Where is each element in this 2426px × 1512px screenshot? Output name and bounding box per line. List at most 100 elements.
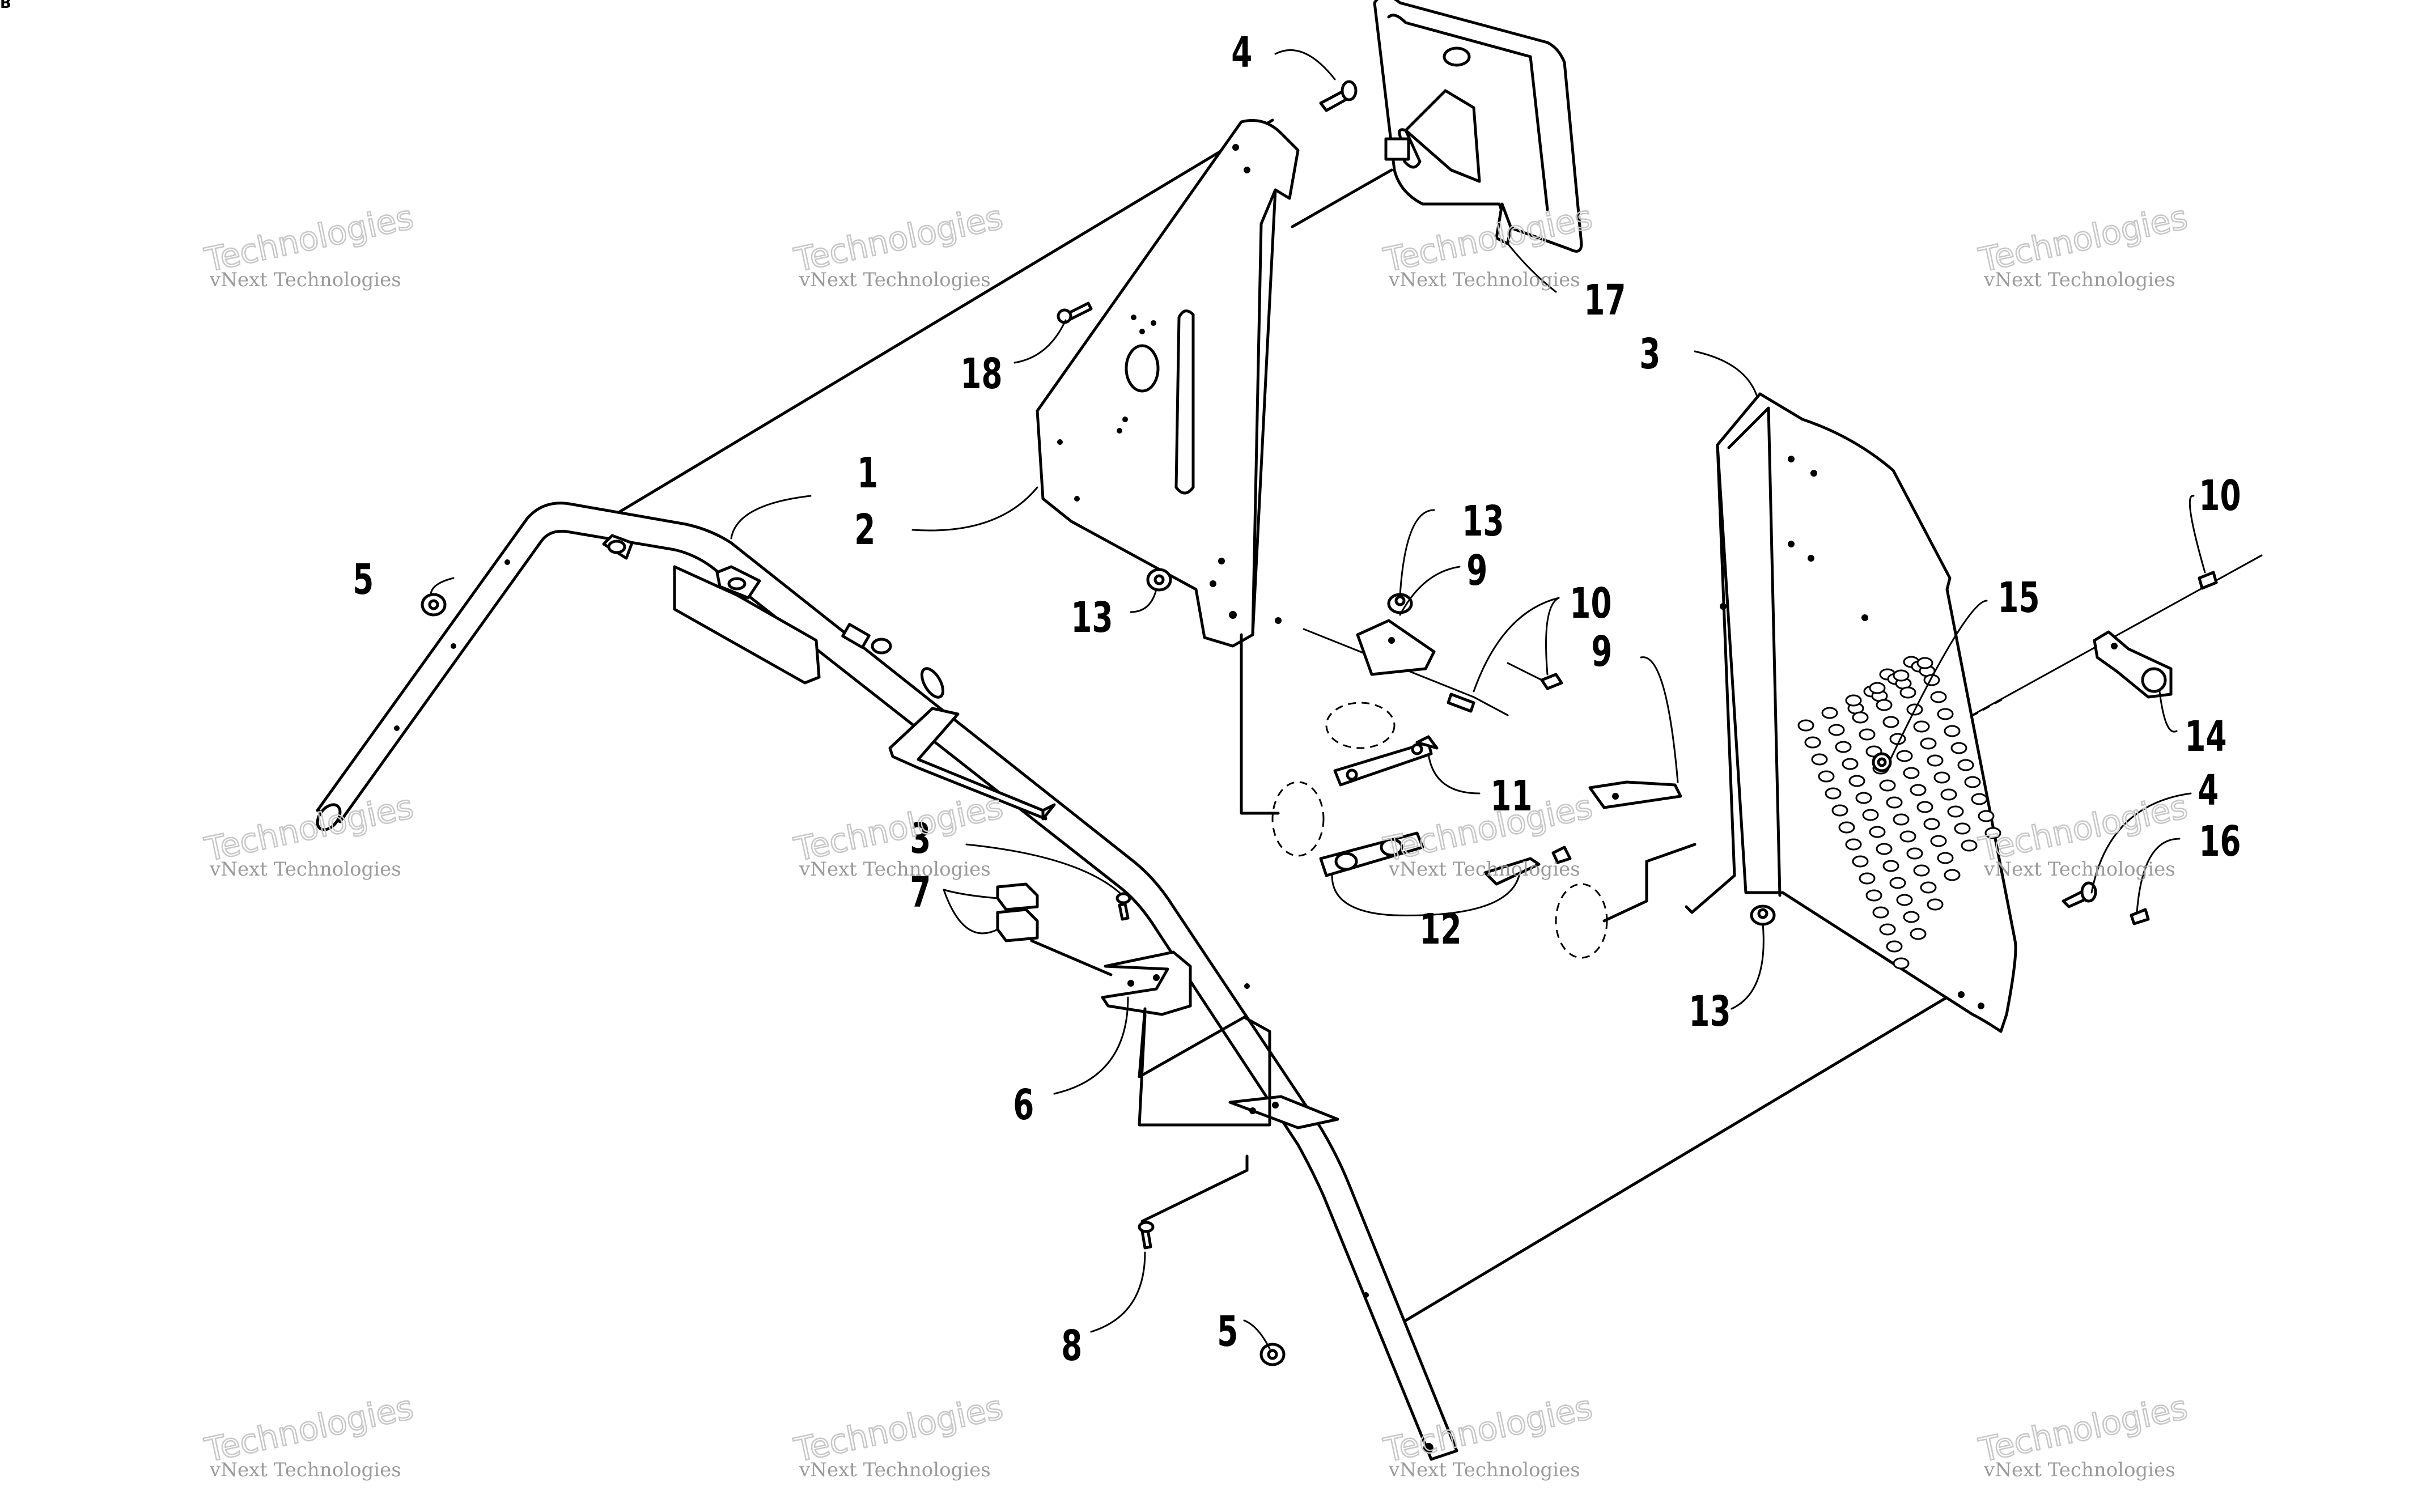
watermark-brand-text: vNext Technologies <box>1388 1459 1580 1481</box>
watermark-large-text: Technologies <box>791 198 1006 279</box>
watermark-brand-text: vNext Technologies <box>209 858 401 881</box>
perforation-hole <box>1825 787 1842 800</box>
perforation-hole <box>1865 889 1882 902</box>
callout-13-upper: 13 <box>1462 497 1504 546</box>
perforation-hole <box>1903 767 1920 779</box>
perforation-hole <box>1893 669 1910 682</box>
perforation-hole <box>1954 822 1971 835</box>
perforation-hole <box>1910 928 1927 940</box>
perforation-hole <box>1984 827 2001 839</box>
perforation-hole <box>1862 809 1879 821</box>
callout-5-lower: 5 <box>1217 1307 1238 1356</box>
corner-mark: B <box>0 0 11 12</box>
watermark-brand-text: vNext Technologies <box>1983 269 2175 291</box>
watermark-brand-text: vNext Technologies <box>209 1459 401 1481</box>
perforation-hole <box>1879 923 1896 936</box>
watermark-brand-text: vNext Technologies <box>1983 1459 2175 1481</box>
callout-9-right: 9 <box>1591 627 1612 676</box>
perforation-hole <box>1797 719 1814 732</box>
callout-18: 18 <box>960 350 1002 398</box>
perforation-hole <box>1964 776 1981 788</box>
perforation-hole <box>1842 758 1859 770</box>
perforation-hole <box>1937 708 1954 720</box>
watermark-large-text: Technologies <box>201 787 417 869</box>
perforation-hole <box>1930 691 1947 703</box>
callout-labels: 1 2 3 3 4 4 5 5 6 7 8 9 9 10 10 11 12 13… <box>353 28 2241 1370</box>
perforation-hole <box>1879 779 1896 792</box>
perforation-hole <box>1811 753 1828 766</box>
callout-9-left: 9 <box>1466 546 1487 595</box>
perforation-hole <box>1944 869 1961 881</box>
perforation-hole <box>1940 788 1957 801</box>
callout-4-upper: 4 <box>1231 28 1252 77</box>
watermark-large-text: Technologies <box>201 1388 417 1469</box>
perforation-hole <box>1882 860 1899 872</box>
perforation-hole <box>1927 754 1944 767</box>
watermark-large-text: Technologies <box>1975 787 2191 869</box>
callout-16: 16 <box>2199 817 2241 866</box>
watermark-brand-text: vNext Technologies <box>799 858 991 881</box>
perforation-hole <box>1920 881 1937 894</box>
leader-lines <box>430 49 2206 1350</box>
perforation-hole <box>1852 855 1869 868</box>
perforation-hole <box>1848 775 1865 787</box>
callout-10-right: 10 <box>2199 472 2241 520</box>
part-17-shroud <box>1373 0 1583 253</box>
part-2-side-plate <box>1036 119 1300 648</box>
perforation-hole <box>1835 741 1852 753</box>
perforation-hole <box>1859 728 1876 741</box>
callout-10-center: 10 <box>1570 579 1611 628</box>
perforation-hole <box>1930 835 1947 847</box>
perforation-hole <box>1886 940 1903 953</box>
reference-lines <box>616 118 2263 1322</box>
perforation-hole <box>1872 906 1889 919</box>
perforation-hole <box>1957 759 1974 771</box>
perforation-hole <box>1920 737 1937 750</box>
perforation-hole <box>1859 872 1876 885</box>
perforation-hole <box>1913 720 1930 733</box>
callout-17: 17 <box>1584 276 1626 325</box>
callout-3-lower: 3 <box>1639 330 1660 379</box>
perforation-hole <box>1838 821 1855 834</box>
perforation-hole <box>1886 796 1903 809</box>
part-3-side-plate <box>1685 392 2017 1033</box>
perforation-hole <box>1852 711 1869 724</box>
watermark-brand-text: vNext Technologies <box>209 269 401 291</box>
perforation-hole <box>1961 839 1978 852</box>
perforation-hole <box>1855 792 1872 804</box>
perforation-hole <box>1899 686 1916 699</box>
watermark-large-text: Technologies <box>1975 198 2191 279</box>
perforation-hole <box>1944 725 1961 737</box>
callout-11: 11 <box>1490 772 1532 821</box>
perforation-hole <box>1906 847 1923 860</box>
callout-2: 2 <box>854 506 875 554</box>
watermark-brand-text: vNext Technologies <box>1388 858 1580 881</box>
watermark-large-text: Technologies <box>791 787 1006 869</box>
perforation-hole <box>1933 771 1950 784</box>
callout-6: 6 <box>1013 1081 1034 1129</box>
watermark-brand-text: vNext Technologies <box>1388 269 1580 291</box>
callout-13-left: 13 <box>1071 593 1113 642</box>
watermark-large-text: Technologies <box>1975 1388 2191 1469</box>
perforation-hole <box>1916 801 1933 813</box>
perforation-hole <box>1845 694 1862 707</box>
callout-7: 7 <box>910 868 931 917</box>
callout-1: 1 <box>857 449 878 498</box>
perforation-hole <box>1947 805 1964 818</box>
callout-15: 15 <box>1997 574 2039 622</box>
callout-12: 12 <box>1419 905 1461 954</box>
watermark-brand-text: vNext Technologies <box>1983 858 2175 881</box>
perforation-hole <box>1821 707 1838 719</box>
perforation-hole <box>1910 784 1927 796</box>
perforation-hole <box>1899 830 1916 843</box>
perforation-hole <box>1927 898 1944 911</box>
perforation-hole <box>1828 724 1845 736</box>
perforation-hole <box>1896 894 1913 906</box>
callout-5-left: 5 <box>353 555 374 604</box>
perforation-hole <box>1869 826 1886 838</box>
perforation-hole <box>1916 657 1933 669</box>
perforation-hole <box>1889 877 1906 889</box>
callout-14: 14 <box>2185 712 2226 761</box>
perforation-hole <box>1831 804 1848 817</box>
